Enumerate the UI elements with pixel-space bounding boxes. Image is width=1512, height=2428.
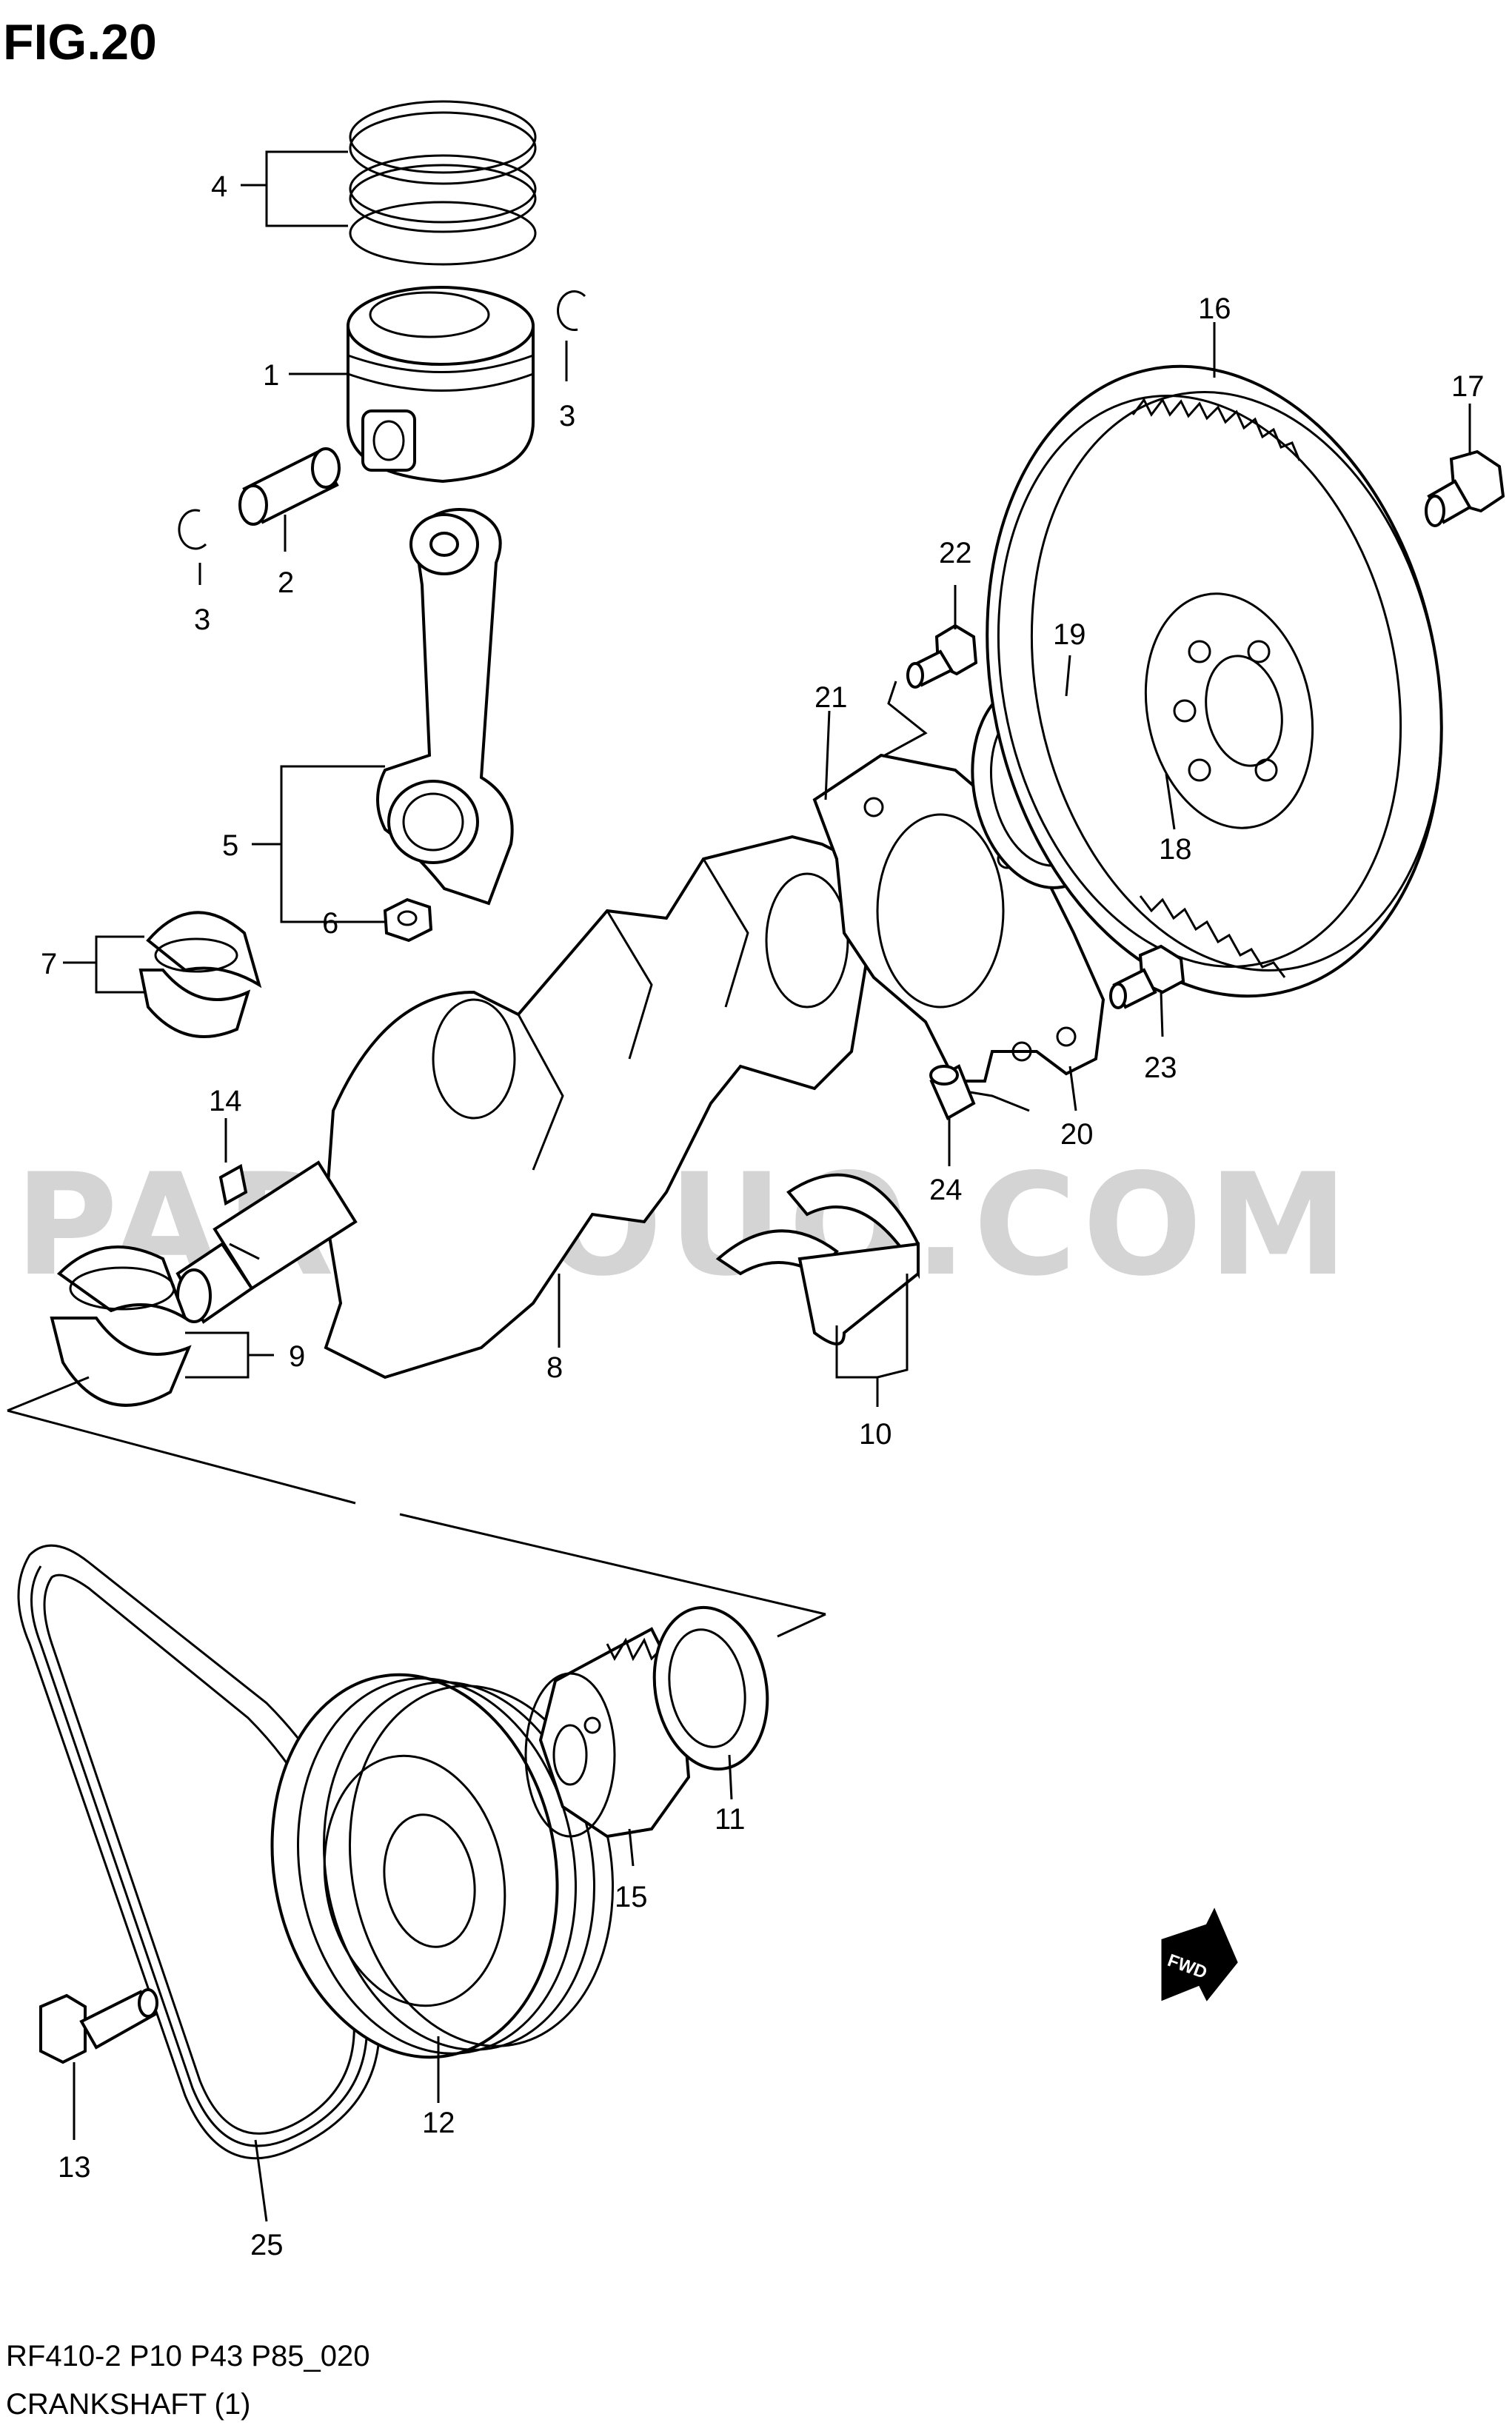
front-main-bearing <box>50 1245 192 1407</box>
callout-7: 7 <box>41 948 57 980</box>
footer-code: RF410-2 P10 P43 P85_020 <box>6 2340 369 2372</box>
explode-line-diagonal <box>7 1409 826 1638</box>
flywheel <box>986 364 1443 998</box>
callout-12: 12 <box>422 2107 455 2139</box>
callout-3-right: 3 <box>559 400 575 432</box>
callout-24: 24 <box>929 1174 963 1206</box>
v-belt <box>17 1544 381 2160</box>
housing-bolt-22 <box>884 623 978 757</box>
crankshaft <box>175 835 869 1379</box>
piston <box>347 286 535 484</box>
callout-22: 22 <box>939 537 972 569</box>
circlip-left <box>178 509 207 550</box>
crank-pulley <box>270 1673 615 2059</box>
piston-rings <box>349 100 537 266</box>
callout-3-left: 3 <box>194 603 210 636</box>
footer-name: CRANKSHAFT (1) <box>6 2388 250 2421</box>
callout-13: 13 <box>58 2151 91 2184</box>
callout-4: 4 <box>211 170 227 203</box>
callout-20: 20 <box>1060 1118 1094 1151</box>
figure-title: FIG.20 <box>3 14 157 70</box>
callout-10: 10 <box>859 1418 892 1451</box>
callout-21: 21 <box>814 681 848 714</box>
dowel-pin <box>929 1064 976 1120</box>
leader-lines <box>63 150 1471 2222</box>
callout-2: 2 <box>278 566 294 599</box>
circlip-right <box>557 290 586 332</box>
connecting-rod <box>376 508 514 906</box>
piston-pin <box>238 447 341 526</box>
callout-1: 1 <box>263 359 279 392</box>
callouts: 4 1 3 2 3 5 6 7 14 8 9 10 11 12 13 15 16… <box>41 170 1485 2261</box>
housing-bolt-23 <box>1109 944 1185 1009</box>
explode-line-upper <box>7 1376 90 1412</box>
front-oil-seal <box>652 1605 769 1771</box>
callout-18: 18 <box>1159 833 1192 866</box>
callout-25: 25 <box>250 2229 284 2261</box>
flywheel-bolt <box>1425 449 1505 527</box>
callout-11: 11 <box>715 1803 746 1836</box>
rod-nut <box>383 897 433 943</box>
callout-8: 8 <box>546 1351 563 1384</box>
callout-14: 14 <box>209 1085 242 1117</box>
fwd-arrow-icon: FWD <box>1161 1907 1238 2001</box>
callout-5: 5 <box>222 829 238 862</box>
callout-19: 19 <box>1053 618 1086 651</box>
rod-bearing <box>138 911 262 1038</box>
woodruff-key <box>218 1163 248 1206</box>
callout-17: 17 <box>1451 370 1485 403</box>
callout-16: 16 <box>1198 292 1231 325</box>
callout-9: 9 <box>289 1340 305 1373</box>
pulley-bolt <box>39 1988 158 2064</box>
callout-23: 23 <box>1144 1051 1177 1084</box>
main-bearings <box>715 1173 920 1345</box>
callout-15: 15 <box>615 1881 648 1913</box>
callout-6: 6 <box>322 907 338 940</box>
